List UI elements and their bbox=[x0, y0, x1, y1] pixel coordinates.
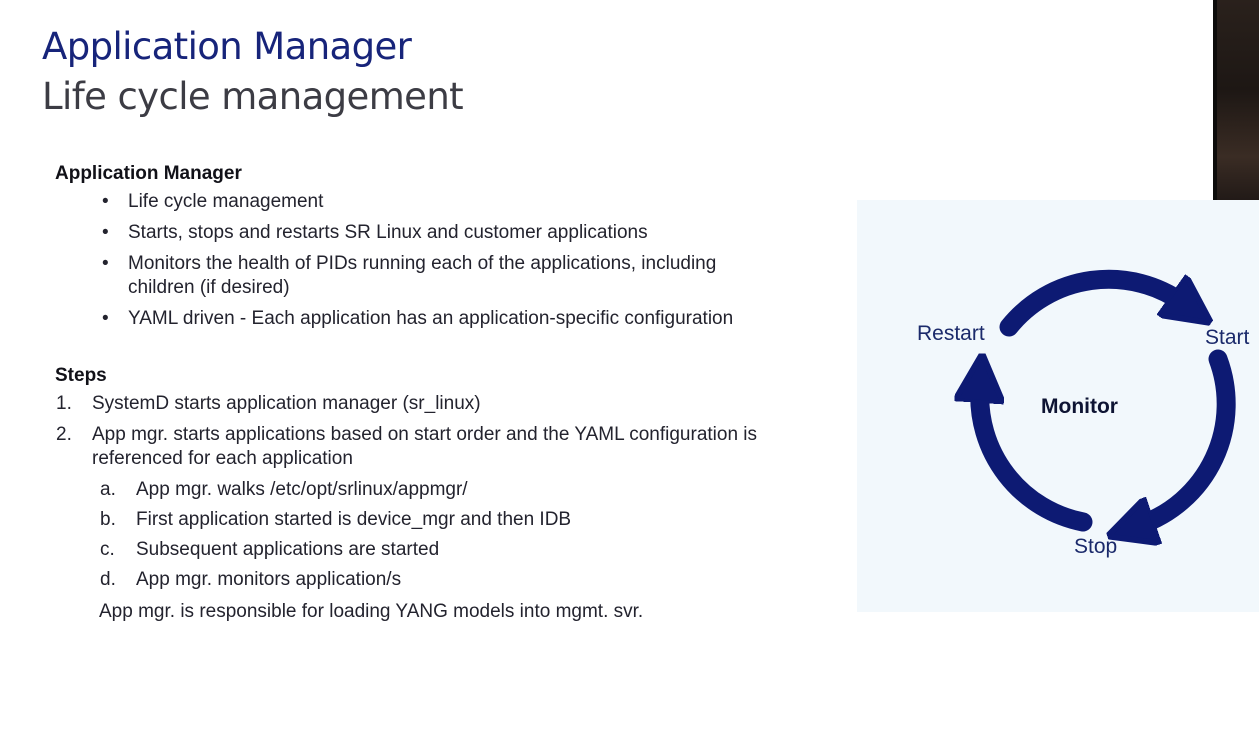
appmgr-note: App mgr. is responsible for loading YANG… bbox=[99, 601, 644, 622]
substep-text: First application started is device_mgr … bbox=[136, 509, 572, 530]
manager-section-heading: Application Manager bbox=[55, 163, 242, 184]
steps-list: 1. SystemD starts application manager (s… bbox=[56, 392, 776, 599]
substep-letter: b. bbox=[100, 509, 116, 530]
manager-bullet-list: • Life cycle management • Starts, stops … bbox=[100, 190, 780, 338]
step-number: 2. bbox=[56, 424, 72, 445]
bullet-dot-icon: • bbox=[102, 308, 109, 329]
bullet-item: • YAML driven - Each application has an … bbox=[100, 307, 780, 331]
substep-letter: d. bbox=[100, 569, 116, 590]
step-text: App mgr. starts applications based on st… bbox=[92, 424, 758, 469]
bullet-item: • Starts, stops and restarts SR Linux an… bbox=[100, 221, 780, 245]
step-item: 1. SystemD starts application manager (s… bbox=[56, 392, 776, 416]
presenter-webcam-overlay bbox=[1213, 0, 1259, 224]
bullet-text: Starts, stops and restarts SR Linux and … bbox=[128, 222, 648, 243]
bullet-dot-icon: • bbox=[102, 253, 109, 274]
webcam-frame-edge bbox=[1213, 0, 1217, 224]
start-label: Start bbox=[1205, 326, 1250, 349]
bullet-item: • Life cycle management bbox=[100, 190, 780, 214]
substep-text: App mgr. walks /etc/opt/srlinux/appmgr/ bbox=[136, 479, 468, 500]
restart-label: Restart bbox=[917, 322, 985, 345]
bullet-text: Life cycle management bbox=[128, 191, 324, 212]
bullet-item: • Monitors the health of PIDs running ea… bbox=[100, 252, 780, 300]
slide-subtitle: Life cycle management bbox=[42, 75, 464, 118]
substep-letter: a. bbox=[100, 479, 116, 500]
substep-item: d. App mgr. monitors application/s bbox=[92, 568, 776, 592]
steps-section-heading: Steps bbox=[55, 365, 107, 386]
substep-letter: c. bbox=[100, 539, 115, 560]
bullet-text: YAML driven - Each application has an ap… bbox=[128, 308, 734, 329]
step-item: 2. App mgr. starts applications based on… bbox=[56, 423, 776, 592]
slide-title: Application Manager bbox=[42, 25, 412, 68]
monitor-label: Monitor bbox=[1041, 395, 1118, 418]
substep-text: App mgr. monitors application/s bbox=[136, 569, 402, 590]
bullet-dot-icon: • bbox=[102, 191, 109, 212]
bullet-text: Monitors the health of PIDs running each… bbox=[128, 253, 717, 298]
substep-text: Subsequent applications are started bbox=[136, 539, 440, 560]
substep-item: a. App mgr. walks /etc/opt/srlinux/appmg… bbox=[92, 478, 776, 502]
stop-label: Stop bbox=[1074, 535, 1118, 558]
substep-item: c. Subsequent applications are started bbox=[92, 538, 776, 562]
substeps-list: a. App mgr. walks /etc/opt/srlinux/appmg… bbox=[92, 478, 776, 592]
bullet-dot-icon: • bbox=[102, 222, 109, 243]
step-number: 1. bbox=[56, 393, 72, 414]
step-text: SystemD starts application manager (sr_l… bbox=[92, 393, 481, 414]
substep-item: b. First application started is device_m… bbox=[92, 508, 776, 532]
